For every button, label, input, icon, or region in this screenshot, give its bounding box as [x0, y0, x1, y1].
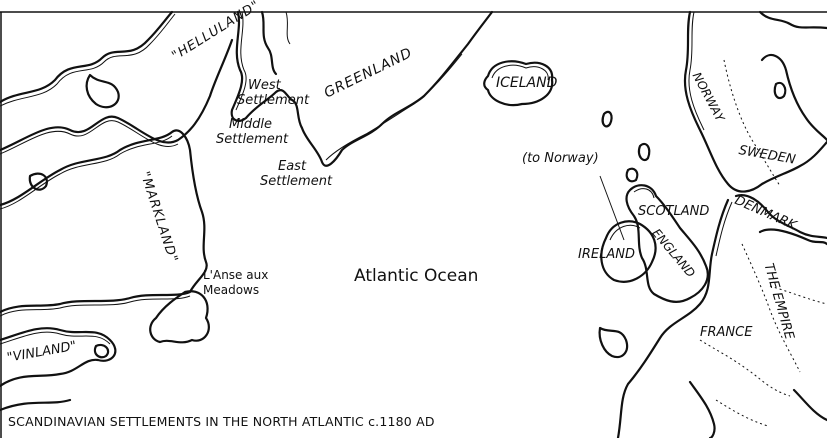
newfoundland — [149, 290, 210, 344]
scandinavia — [683, 10, 827, 193]
markland-coast — [0, 129, 208, 317]
label-france: FRANCE — [700, 325, 753, 340]
label-middle-settlement-line2: Settlement — [216, 132, 289, 147]
label-scotland: SCOTLAND — [638, 204, 710, 219]
continent-coast — [598, 198, 827, 438]
iceland — [483, 60, 554, 107]
map-caption: SCANDINAVIAN SETTLEMENTS IN THE NORTH AT… — [8, 414, 435, 429]
label-lanse-aux-meadows-line1: L'Anse aux — [203, 268, 269, 282]
denmark-coast — [734, 194, 827, 240]
label-ireland: IRELAND — [578, 247, 635, 262]
helluland-coast — [0, 10, 234, 191]
north-isles — [601, 110, 651, 183]
borders — [699, 59, 827, 427]
label-west-settlement-line1: West — [248, 78, 281, 93]
label-atlantic-ocean: Atlantic Ocean — [354, 266, 479, 286]
great-britain — [625, 184, 709, 303]
label-east-settlement-line2: Settlement — [260, 174, 333, 189]
label-to-norway: (to Norway) — [522, 151, 599, 166]
label-west-settlement-line2: Settlement — [237, 93, 310, 108]
label-lanse-aux-meadows-line2: Meadows — [203, 283, 260, 297]
label-east-settlement-line1: East — [278, 159, 307, 174]
label-iceland: ICELAND — [496, 75, 558, 91]
greenland — [230, 10, 494, 167]
label-middle-settlement-line1: Middle — [229, 117, 272, 132]
ireland — [600, 220, 657, 283]
vinland-coast — [0, 327, 117, 412]
